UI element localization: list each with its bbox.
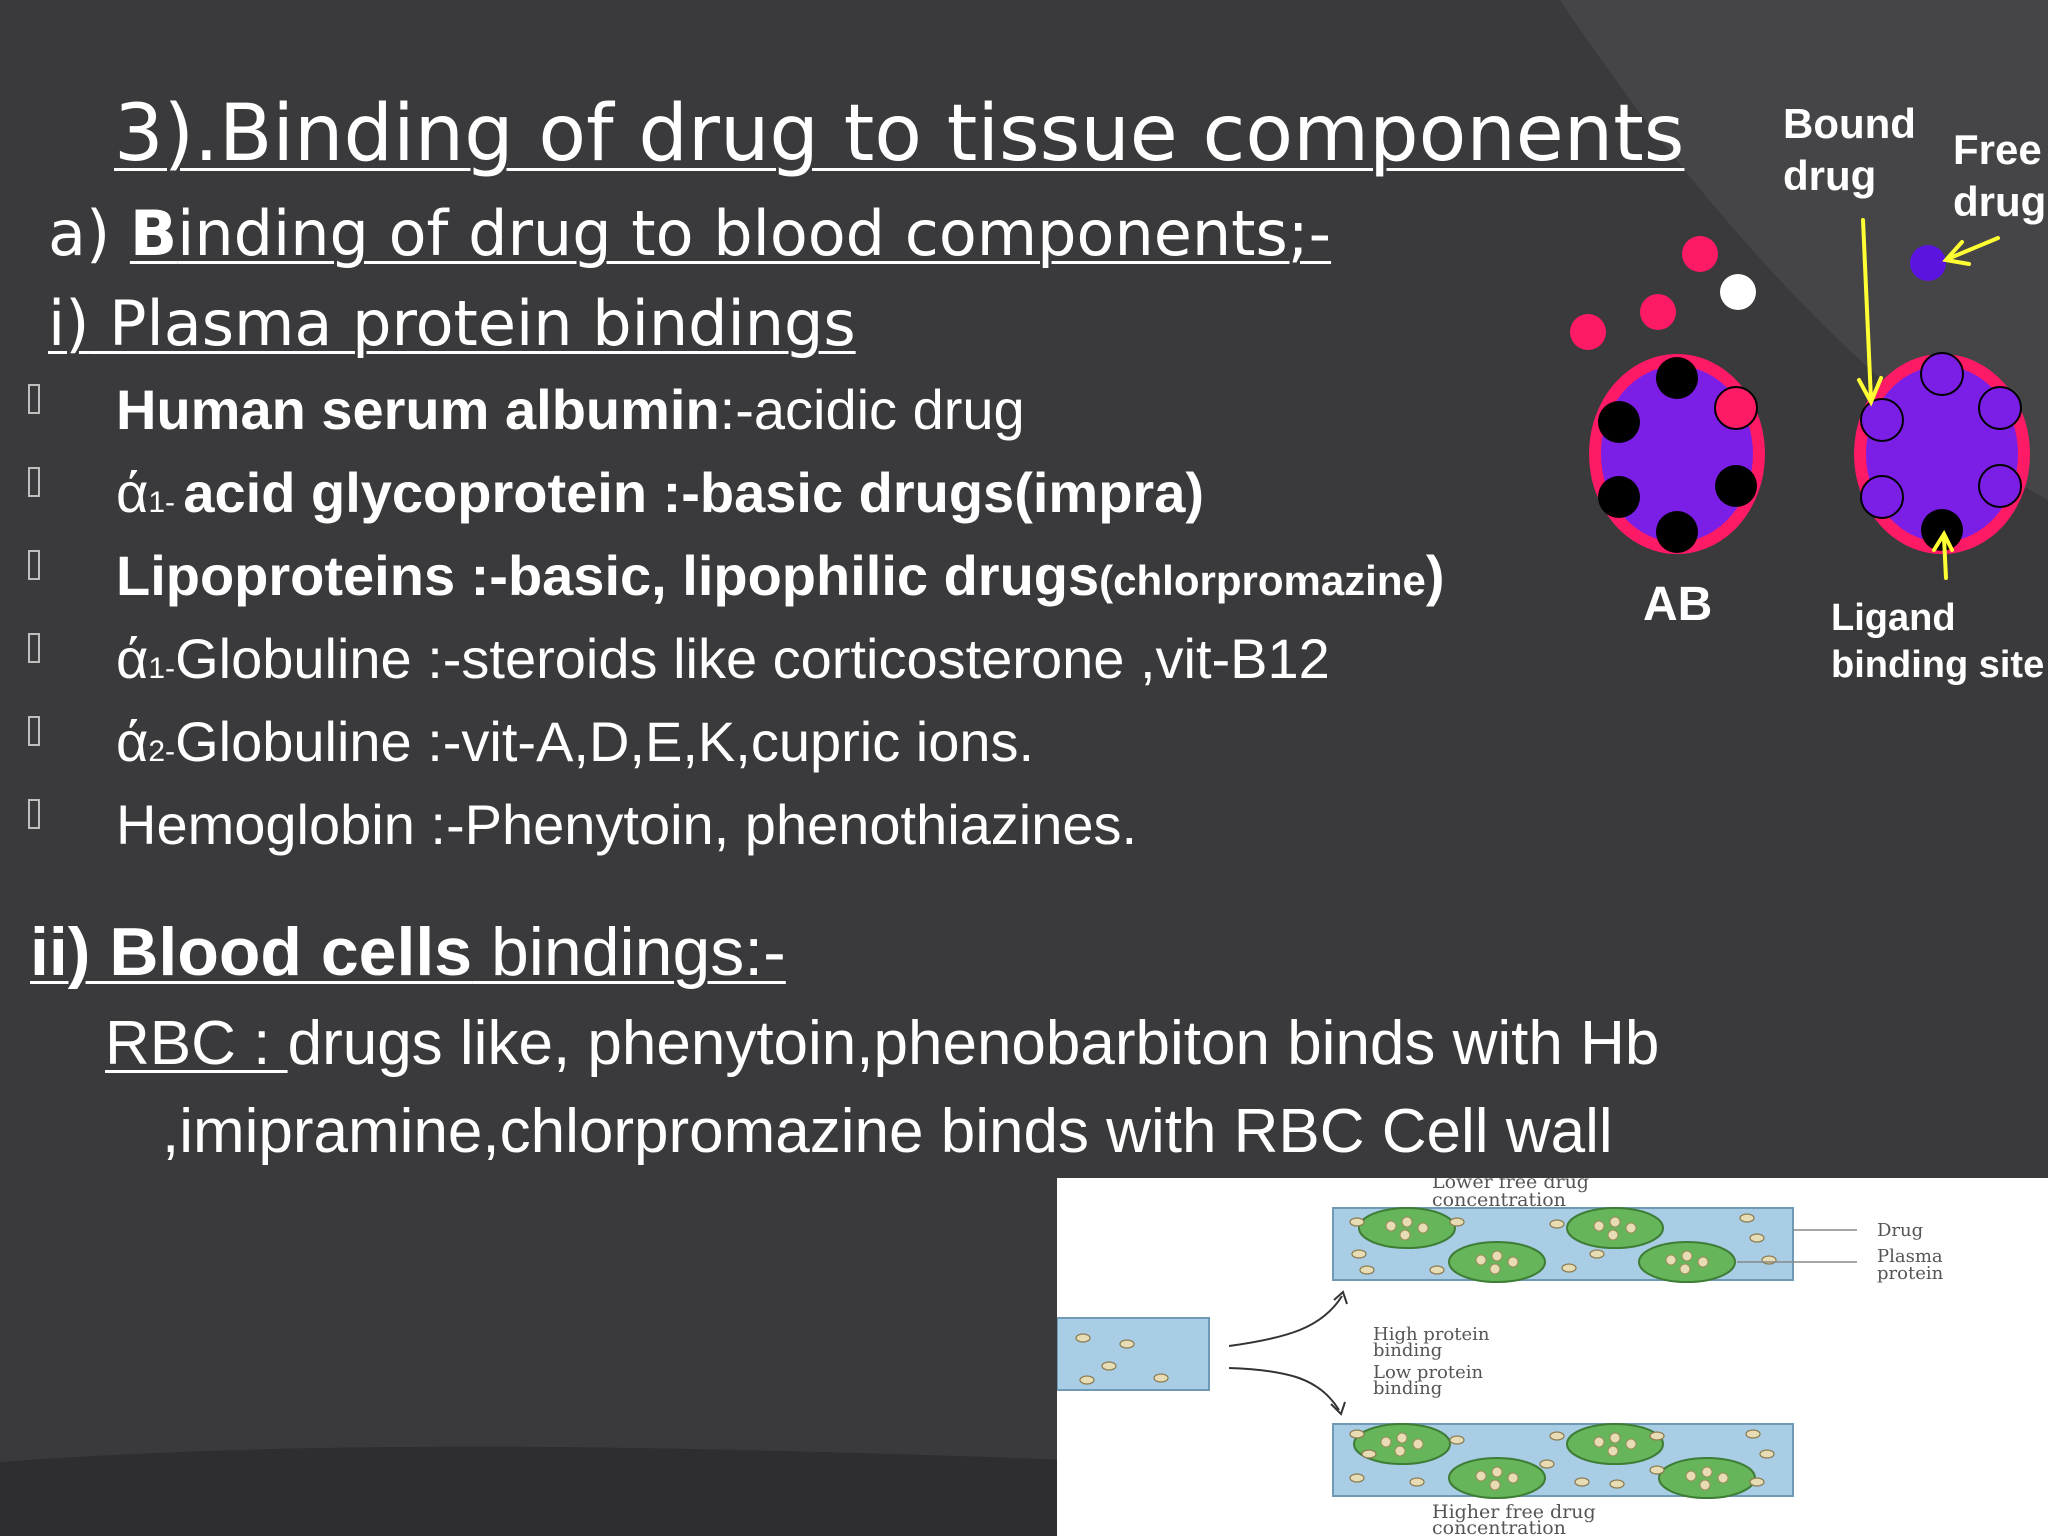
bullet-text-part: 1-	[148, 486, 184, 519]
free-drug-label-1: Free	[1953, 126, 2042, 173]
bullet-marker-icon	[28, 633, 40, 663]
bullet-text-part: ά	[116, 461, 149, 524]
blood-cells-rest: bindings:-	[472, 914, 786, 990]
subheading-i-prefix: i)	[48, 287, 90, 360]
bullet-text-part: )	[1425, 544, 1445, 607]
bullet-marker-icon	[28, 716, 40, 746]
bullet-text: Hemoglobin :-Phenytoin, phenothiazines.	[116, 787, 1137, 863]
drug-dot	[1570, 314, 1606, 350]
free-drug-dot	[1910, 245, 1946, 281]
subheading-a-rest: inding of drug to blood components;-	[177, 197, 1332, 270]
bullet-text-part: (chlorpromazine	[1099, 557, 1426, 604]
subheading-a-prefix: a)	[48, 197, 130, 270]
bullet-text-part: 1-	[148, 652, 176, 685]
rbc-line-2: ,imipramine,chlorpromazine binds with RB…	[162, 1097, 1613, 1166]
bullet-marker-icon	[28, 467, 40, 497]
source-vessel	[1057, 1317, 1210, 1391]
bound-arrowhead-icon	[1857, 376, 1883, 407]
low-binding-2: binding	[1373, 1378, 1442, 1399]
list-item: ά2-Globuline :-vit-A,D,E,K,cupric ions.	[28, 704, 1558, 787]
free-drug-label-2: drug	[1953, 178, 2046, 225]
bottom-caption-2: concentration	[1432, 1517, 1566, 1536]
bullet-text-part: Globuline :-vit-A,D,E,K,cupric ions.	[175, 710, 1035, 773]
bullet-text: ά1-Globuline :-steroids like corticoster…	[116, 621, 1330, 707]
top-caption-1: Lower free drug	[1432, 1178, 1589, 1193]
bullet-text: Lipoproteins :-basic, lipophilic drugs(c…	[116, 538, 1445, 619]
vessel-high-binding	[1332, 1207, 1794, 1283]
list-item: Lipoproteins :-basic, lipophilic drugs(c…	[28, 538, 1558, 621]
rbc-label: RBC :	[105, 1009, 288, 1078]
drug-dot	[1640, 294, 1676, 330]
legend-plasma-2: protein	[1877, 1263, 1944, 1284]
list-item: ά1- acid glycoprotein :-basic drugs(impr…	[28, 455, 1558, 538]
drug-dot	[1682, 236, 1718, 272]
ligand-label-1: Ligand	[1831, 597, 1956, 639]
blood-cells-heading: ii) Blood cells bindings:-	[30, 910, 786, 994]
bullet-text-part: Globuline :-steroids like corticosterone…	[175, 627, 1330, 690]
branch-arrows-icon	[1228, 1290, 1348, 1416]
free-arrowhead-icon	[1942, 240, 1971, 266]
bound-drug-label-1: Bound	[1783, 100, 1916, 147]
subheading-a-bold-letter: B	[129, 197, 178, 270]
list-item: Hemoglobin :-Phenytoin, phenothiazines.	[28, 787, 1558, 870]
bullet-text-part: ά	[116, 710, 149, 773]
subheading-i-text: Plasma protein bindings	[89, 287, 856, 360]
bullet-text-part: :-acidic drug	[719, 378, 1025, 441]
blood-cells-bold: ii) Blood cells	[30, 914, 473, 990]
high-binding-1: High protein	[1373, 1324, 1490, 1345]
ligand-binding-label: Ligand binding site	[1831, 597, 2044, 686]
bound-drug-label-2: drug	[1783, 152, 1876, 199]
legend-drug: Drug	[1877, 1220, 1923, 1241]
ligand-arrowhead-icon	[1932, 529, 1954, 552]
high-binding-2: binding	[1373, 1340, 1442, 1361]
bullet-text-part: ά	[116, 627, 149, 690]
bound-drug-label: Bound drug	[1783, 100, 1916, 199]
antibody-binding-diagram: Bound drug Free drug AB Ligand binding site	[1570, 100, 2046, 686]
legend-plasma-1: Plasma	[1877, 1246, 1943, 1267]
bullet-text: Human serum albumin:-acidic drug	[116, 372, 1025, 448]
bullet-text-part: 2-	[148, 735, 176, 768]
list-item: Human serum albumin:-acidic drug	[28, 372, 1558, 455]
antibody-left	[1589, 354, 1765, 554]
ab-label: AB	[1643, 578, 1712, 631]
list-item: ά1-Globuline :-steroids like corticoster…	[28, 621, 1558, 704]
top-caption-2: concentration	[1432, 1189, 1566, 1211]
free-arrow-icon	[1948, 236, 2000, 260]
page-title: 3).Binding of drug to tissue components	[114, 89, 1685, 179]
bullet-marker-icon	[28, 799, 40, 829]
subheading-blood-components: a) Binding of drug to blood components;-	[48, 196, 1331, 272]
bullet-marker-icon	[28, 384, 40, 414]
bullet-text-part: Human serum albumin	[116, 378, 720, 441]
ligand-label-2: binding site	[1831, 644, 2044, 686]
ligand-arrow-icon	[1942, 536, 1948, 580]
antibody-right	[1854, 352, 2030, 554]
bound-arrow-icon	[1861, 218, 1873, 402]
bullet-marker-icon	[28, 550, 40, 580]
bullet-text: ά1- acid glycoprotein :-basic drugs(impr…	[116, 455, 1204, 541]
arrow-icons	[1857, 218, 2000, 580]
drug-dot	[1720, 274, 1756, 310]
bullet-text: ά2-Globuline :-vit-A,D,E,K,cupric ions.	[116, 704, 1034, 790]
rbc-text-1: drugs like, phenytoin,phenobarbiton bind…	[287, 1009, 1660, 1078]
bottom-caption-1: Higher free drug	[1432, 1501, 1596, 1523]
free-drug-label: Free drug	[1953, 126, 2046, 225]
rbc-line-1: RBC : drugs like, phenytoin,phenobarbito…	[105, 1004, 1659, 1084]
bullet-text-part: Lipoproteins :-basic, lipophilic drugs	[116, 544, 1100, 607]
bullet-text-part: Hemoglobin :-Phenytoin, phenothiazines.	[116, 793, 1138, 856]
bullet-text-part: acid glycoprotein :-basic drugs(impra)	[183, 461, 1204, 524]
subheading-plasma-protein: i) Plasma protein bindings	[48, 286, 856, 362]
vessel-low-binding	[1332, 1423, 1794, 1499]
low-binding-1: Low protein	[1373, 1362, 1484, 1383]
